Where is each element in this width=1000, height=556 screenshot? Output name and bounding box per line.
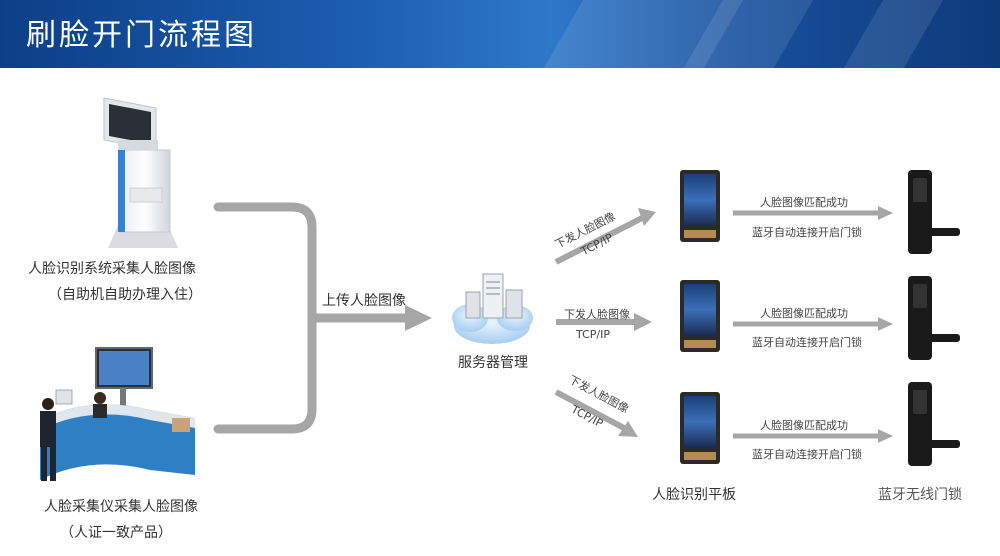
branch-2-top-label: 下发人脸图像 — [564, 308, 630, 321]
match-3-top-label: 人脸图像匹配成功 — [760, 419, 848, 432]
match-1-bottom-label: 蓝牙自动连接开启门锁 — [752, 226, 862, 239]
face-tablet-2 — [680, 280, 720, 352]
counter-caption: 人脸采集仪采集人脸图像 — [44, 499, 198, 515]
title-banner: 刷脸开门流程图 — [0, 0, 1000, 68]
counter-subcaption: （人证一致产品） — [60, 525, 172, 541]
match-2-top-label: 人脸图像匹配成功 — [760, 307, 848, 320]
door-lock-2 — [908, 276, 960, 360]
match-arrowhead-1 — [878, 206, 893, 220]
kiosk-subcaption: （自助机自助办理入住） — [48, 287, 202, 303]
lock-caption: 蓝牙无线门锁 — [878, 487, 962, 503]
branch-arrowhead-3 — [618, 421, 638, 437]
match-arrowhead-3 — [878, 429, 893, 443]
server-label: 服务器管理 — [458, 355, 528, 371]
reception-counter — [40, 347, 195, 481]
branch-2-bottom-label: TCP/IP — [576, 328, 610, 341]
match-arrowhead-2 — [878, 317, 893, 331]
door-lock-1 — [908, 170, 960, 254]
branch-arrow-1 — [554, 215, 644, 265]
self-service-kiosk — [103, 97, 178, 248]
match-2-bottom-label: 蓝牙自动连接开启门锁 — [752, 336, 862, 349]
branch-arrowhead-2 — [634, 313, 652, 331]
branch-arrowhead-1 — [638, 208, 656, 226]
face-tablet-3 — [680, 392, 720, 464]
match-3-bottom-label: 蓝牙自动连接开启门锁 — [752, 448, 862, 461]
tablet-caption: 人脸识别平板 — [652, 487, 736, 503]
face-tablet-1 — [680, 170, 720, 242]
upload-label: 上传人脸图像 — [322, 293, 406, 309]
door-lock-3 — [908, 382, 960, 466]
server-cloud-icon — [452, 273, 533, 344]
upload-arrow-head — [405, 305, 432, 331]
kiosk-caption: 人脸识别系统采集人脸图像 — [28, 261, 196, 277]
branch-arrow-3 — [554, 389, 626, 431]
merge-bracket — [213, 202, 317, 434]
page-title: 刷脸开门流程图 — [26, 18, 257, 53]
match-1-top-label: 人脸图像匹配成功 — [760, 196, 848, 209]
